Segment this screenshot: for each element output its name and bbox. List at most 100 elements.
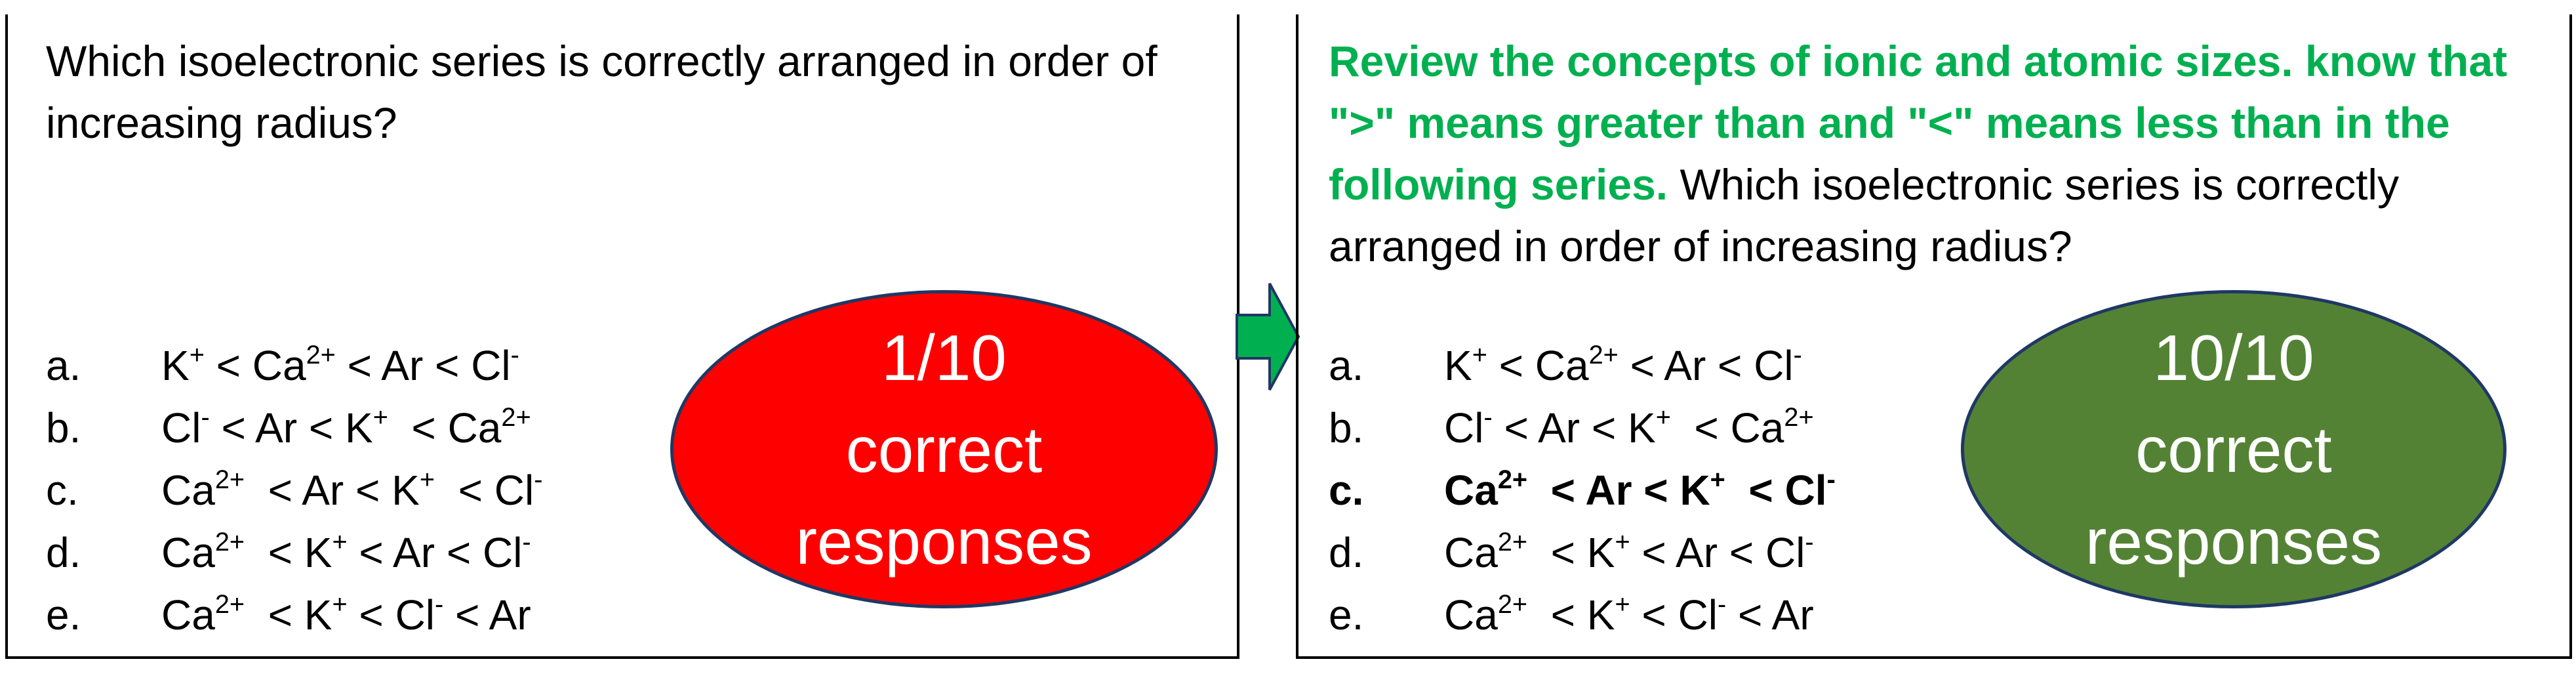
series-text: < Ar < K (1527, 467, 1710, 514)
result-ellipse-after: 10/10 correct responses (1961, 290, 2506, 608)
series-text: < Cl (435, 467, 534, 514)
ion-charge: - (201, 403, 210, 432)
series-text: < Ar < K (1492, 404, 1656, 452)
ion-charge: + (1615, 590, 1630, 620)
option-series: Ca2+ < K+ < Cl- < Ar (161, 591, 531, 639)
score-text: 1/10 (881, 321, 1007, 394)
result-ellipse-before: 1/10 correct responses (670, 290, 1218, 608)
ion-charge: 2+ (1588, 341, 1619, 370)
result-label-line1: correct (2135, 413, 2332, 486)
answer-options: a.K+ < Ca2+ < Ar < Cl-b.Cl- < Ar < K+ < … (1329, 335, 1836, 646)
option-series: K+ < Ca2+ < Ar < Cl- (161, 342, 519, 389)
ion-charge: 2+ (306, 341, 336, 370)
result-label-line2: responses (795, 505, 1093, 578)
option-letter: b. (1329, 404, 1364, 452)
series-text: < Cl (347, 591, 435, 639)
ion-charge: + (419, 465, 435, 495)
series-text: Ca (1444, 467, 1498, 514)
series-text: < Ar < K (209, 404, 373, 452)
series-text: < K (245, 529, 332, 576)
answer-option-a: a. K+ < Ca2+ < Ar < Cl- (1329, 335, 1836, 397)
option-letter: d. (1329, 529, 1364, 576)
question-text: Which isoelectronic series is correctly … (1329, 160, 2400, 270)
ion-charge: + (189, 341, 205, 370)
option-series: Ca2+ < K+ < Ar < Cl- (1444, 529, 1814, 576)
ion-charge: - (510, 341, 519, 370)
ion-charge: - (1718, 590, 1727, 620)
ion-charge: 2+ (501, 403, 531, 432)
ion-charge: + (372, 403, 388, 432)
answer-option-d: d. Ca2+ < K+ < Ar < Cl- (1329, 522, 1836, 584)
question-text: Which isoelectronic series is correctly … (46, 37, 1157, 147)
ion-charge: - (1826, 465, 1836, 495)
series-text: Ca (1444, 529, 1498, 576)
series-text: Ca (161, 529, 215, 576)
option-letter: c. (1329, 467, 1364, 514)
series-text: Cl (161, 404, 201, 452)
option-series: K+ < Ca2+ < Ar < Cl- (1444, 342, 1802, 389)
ion-charge: + (1615, 528, 1630, 557)
series-text: K (1444, 342, 1472, 389)
ion-charge: - (534, 465, 543, 495)
series-text: Ca (161, 467, 215, 514)
series-text: < Ar (1726, 591, 1814, 639)
ion-charge: - (1805, 528, 1814, 557)
series-text: < Ar < Cl (335, 342, 511, 389)
answer-option-b: b. Cl- < Ar < K+ < Ca2+ (46, 397, 542, 459)
series-text: < Ar < Cl (1618, 342, 1794, 389)
series-text: < Ca (1670, 404, 1784, 452)
ion-charge: 2+ (214, 528, 245, 557)
series-text: < K (1527, 529, 1615, 576)
answer-option-c: c. Ca2+ < Ar < K+ < Cl- (1329, 459, 1836, 522)
option-letter: a. (1329, 342, 1364, 389)
series-text: < Ca (388, 404, 502, 452)
result-label-line1: correct (845, 413, 1043, 486)
ion-charge: - (435, 590, 444, 620)
series-text: < Ar (443, 591, 531, 639)
series-text: K (161, 342, 190, 389)
ion-charge: 2+ (1497, 528, 1528, 557)
series-text: < Cl (1725, 467, 1827, 514)
option-series: Ca2+ < Ar < K+ < Cl- (161, 467, 542, 514)
hint-text: Review the concepts of ionic and atomic … (1329, 37, 2508, 209)
before-panel: Which isoelectronic series is correctly … (5, 14, 1239, 659)
option-letter: c. (46, 467, 79, 514)
answer-option-d: d.Ca2+ < K+ < Ar < Cl- (46, 522, 542, 584)
series-text: < Ar < K (245, 467, 420, 514)
answer-options: a.K+ < Ca2+ < Ar < Cl-b.Cl- < Ar < K+ < … (46, 335, 542, 646)
option-series: Ca2+ < K+ < Cl- < Ar (1444, 591, 1814, 639)
option-series: Ca2+ < K+ < Ar < Cl- (161, 529, 531, 576)
ion-charge: + (1472, 341, 1487, 370)
series-text: < K (245, 591, 332, 639)
score-text: 10/10 (2153, 321, 2314, 394)
ion-charge: 2+ (214, 465, 245, 495)
answer-option-a: a. K+ < Ca2+ < Ar < Cl- (46, 335, 542, 397)
series-text: < Ar < Cl (347, 529, 523, 576)
series-text: < K (1527, 591, 1615, 639)
series-text: < Ca (204, 342, 306, 389)
ion-charge: + (332, 590, 348, 620)
ion-charge: - (522, 528, 531, 557)
option-letter: e. (46, 591, 81, 639)
answer-option-b: b. Cl- < Ar < K+ < Ca2+ (1329, 397, 1836, 459)
series-text: < Ca (1487, 342, 1589, 389)
answer-option-e: e.Ca2+ < K+ < Cl- < Ar (1329, 584, 1836, 646)
ion-charge: 2+ (1497, 465, 1528, 495)
ion-charge: - (1483, 403, 1493, 432)
after-panel: Review the concepts of ionic and atomic … (1296, 14, 2572, 659)
ion-charge: 2+ (214, 590, 245, 620)
option-series: Ca2+ < Ar < K+ < Cl- (1444, 467, 1836, 514)
series-text: Ca (1444, 591, 1498, 639)
ion-charge: + (1655, 403, 1671, 432)
option-letter: b. (46, 404, 81, 452)
series-text: Ca (161, 591, 215, 639)
arrow-right-icon (1236, 283, 1300, 390)
answer-option-c: c. Ca2+ < Ar < K+ < Cl- (46, 459, 542, 522)
series-text: < Ar < Cl (1630, 529, 1805, 576)
ion-charge: + (332, 528, 348, 557)
series-text: Cl (1444, 404, 1484, 452)
ion-charge: - (1793, 341, 1802, 370)
option-letter: a. (46, 342, 81, 389)
option-series: Cl- < Ar < K+ < Ca2+ (1444, 404, 1814, 452)
ion-charge: + (1710, 465, 1725, 495)
